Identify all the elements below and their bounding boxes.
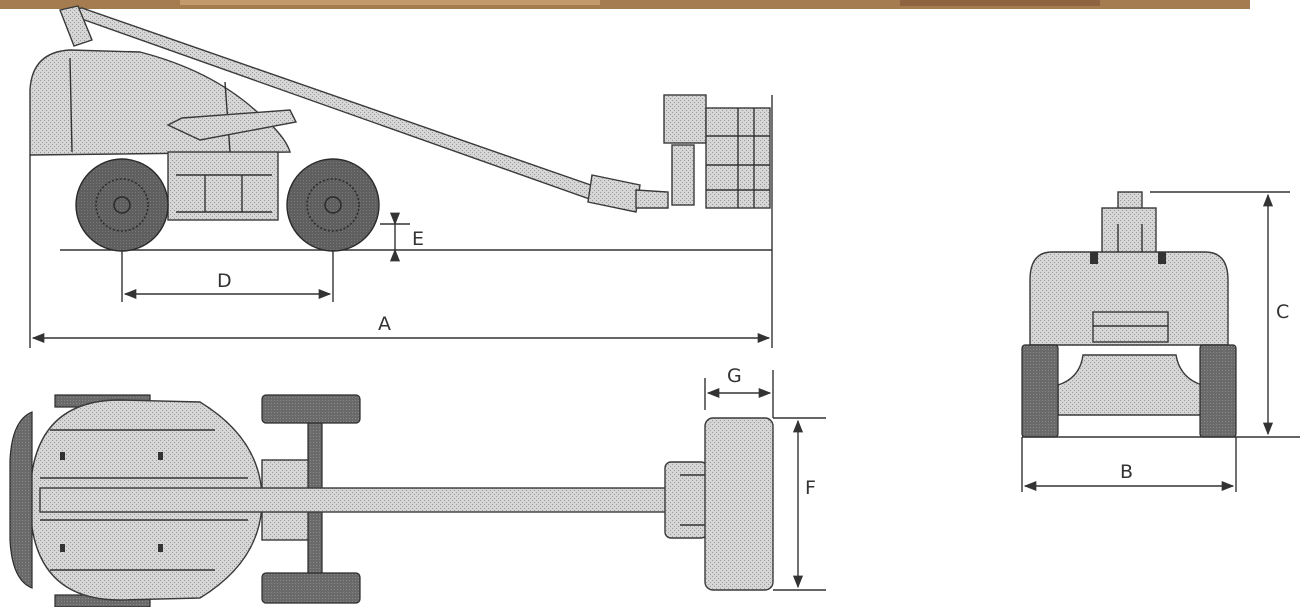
side-platform-console (663, 94, 707, 144)
rear-wheel-left (1021, 344, 1059, 438)
side-view-dimensions: A D E (29, 95, 773, 348)
rear-center-block (1092, 311, 1169, 343)
dimension-e-label: E (412, 228, 424, 250)
side-turret (29, 49, 291, 156)
side-boom-cylinder (166, 109, 298, 141)
side-front-wheel (286, 158, 380, 252)
dimension-b-label: B (1120, 461, 1133, 483)
top-photo-strip (0, 0, 1250, 9)
top-view-dimensions: G F (704, 365, 826, 591)
dimension-a-label: A (378, 313, 391, 335)
top-boom-head (664, 461, 708, 539)
rear-view (1021, 191, 1300, 438)
side-boom-head (587, 174, 641, 213)
rear-turret (1029, 251, 1229, 346)
rear-chassis (1057, 354, 1203, 416)
dimension-g-label: G (727, 365, 742, 387)
top-view (9, 394, 774, 607)
dimension-c-label: C (1276, 301, 1289, 323)
dimension-f-label: F (805, 477, 816, 499)
dimension-d-label: D (217, 270, 232, 292)
side-boom-jib (59, 5, 93, 47)
top-platform (704, 417, 774, 591)
top-boom (39, 487, 671, 513)
side-rear-wheel (75, 158, 169, 252)
rear-wheel-right (1199, 344, 1237, 438)
top-wheel-front-right (261, 572, 361, 604)
side-chassis (167, 151, 279, 221)
rear-view-dimensions: C B (1021, 191, 1290, 492)
top-wheel-front-left (261, 394, 361, 424)
side-view (29, 5, 772, 252)
